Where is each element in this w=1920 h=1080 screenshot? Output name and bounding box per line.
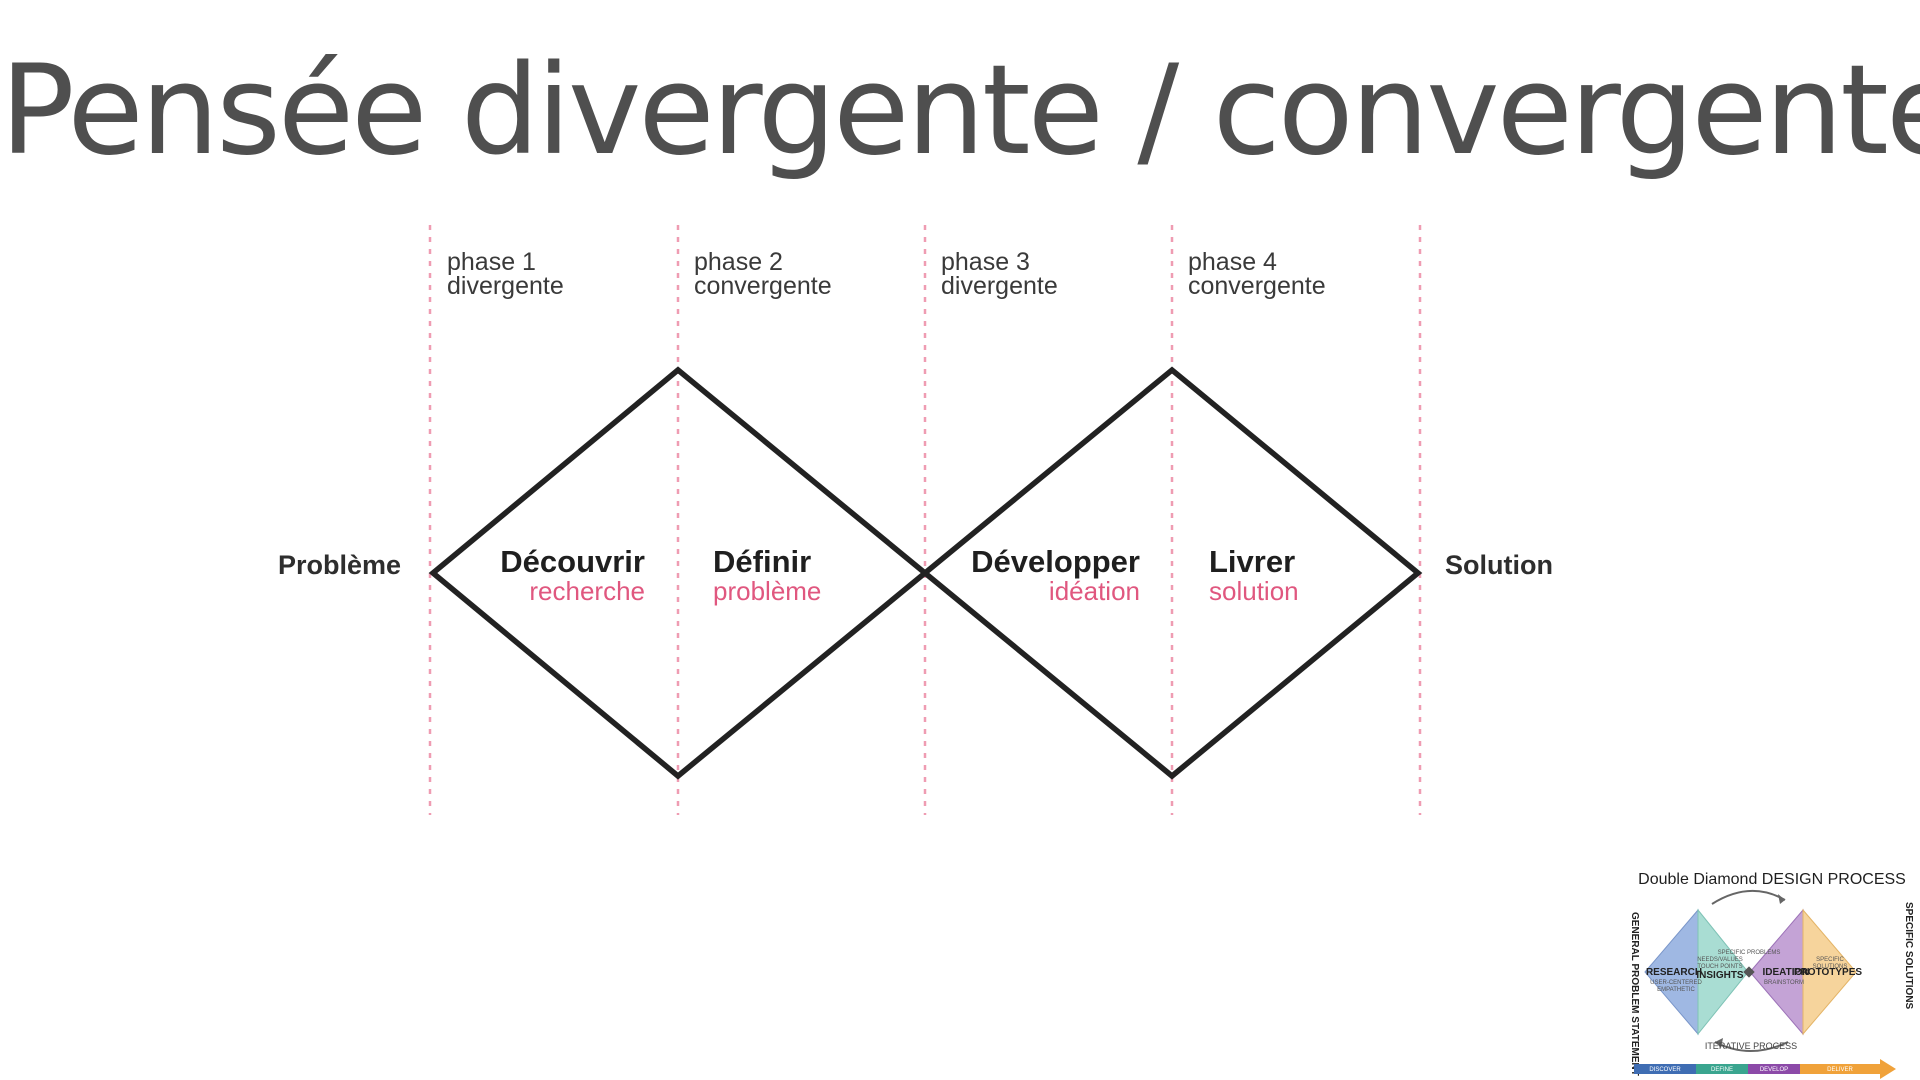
step-develop-sub: idéation — [1049, 576, 1140, 606]
thumbnail-research-sub1: USER-CENTERED — [1650, 980, 1702, 986]
step-discover-name: Découvrir — [500, 544, 645, 579]
thumbnail-bar-label-define: DEFINE — [1711, 1067, 1733, 1073]
thumbnail-right-axis: SPECIFIC SOLUTIONS — [1903, 902, 1914, 1010]
thumbnail-bar-develop — [1748, 1064, 1800, 1074]
problem-label: Problème — [278, 550, 401, 580]
double-diamond-thumbnail: Double Diamond DESIGN PROCESS SPECIFIC P… — [1629, 871, 1914, 1079]
thumbnail-insights-sub2: TOUCH POINTS — [1697, 964, 1742, 970]
thumbnail-bar-arrowhead — [1880, 1059, 1896, 1079]
thumbnail-deliver-area — [1802, 908, 1857, 1036]
phase-1-type: divergente — [447, 272, 564, 300]
step-deliver-name: Livrer — [1209, 544, 1295, 579]
thumbnail-prototypes-sub2: SOLUTIONS — [1813, 964, 1848, 970]
thumbnail-center-top: SPECIFIC PROBLEMS — [1718, 950, 1781, 956]
phase-2-number: phase 2 — [694, 248, 783, 276]
page-title: Pensée divergente / convergente — [0, 39, 1920, 183]
thumbnail-insights-sub1: NEEDS/VALUES — [1697, 957, 1743, 963]
thumbnail-define-area — [1697, 908, 1749, 1036]
thumbnail-research-sub2: EMPATHETIC — [1657, 987, 1695, 993]
thumbnail-research-label: RESEARCH — [1646, 967, 1702, 978]
diamond-right — [920, 366, 1423, 780]
solution-label: Solution — [1445, 550, 1553, 580]
thumbnail-ideation-label: IDEATION — [1762, 967, 1809, 978]
step-deliver-sub: solution — [1209, 576, 1299, 606]
thumbnail-iterative-label: ITERATIVE PROCESS — [1705, 1041, 1797, 1051]
phase-4-type: convergente — [1188, 272, 1326, 300]
step-develop-name: Développer — [971, 544, 1140, 579]
thumbnail-left-axis: GENERAL PROBLEM STATEMENT — [1629, 912, 1640, 1076]
thumbnail-title: Double Diamond DESIGN PROCESS — [1638, 871, 1906, 888]
thumbnail-prototypes-label: PROTOTYPES — [1794, 967, 1862, 978]
thumbnail-bar-label-develop: DEVELOP — [1760, 1067, 1788, 1073]
thumbnail-top-arrowhead — [1778, 894, 1785, 904]
phase-3-number: phase 3 — [941, 248, 1030, 276]
step-define-name: Définir — [713, 544, 811, 579]
thumbnail-center-marker — [1743, 966, 1755, 978]
thumbnail-bottom-arrowhead — [1715, 1038, 1723, 1048]
thumbnail-prototypes-sub1: SPECIFIC — [1816, 957, 1844, 963]
thumbnail-bar-define — [1696, 1064, 1748, 1074]
thumbnail-ideation-sub1: BRAINSTORM — [1764, 980, 1804, 986]
phase-4-number: phase 4 — [1188, 248, 1277, 276]
phase-2-type: convergente — [694, 272, 832, 300]
step-define-sub: problème — [713, 576, 821, 606]
thumbnail-bar-discover — [1634, 1064, 1696, 1074]
thumbnail-bar-label-deliver: DELIVER — [1827, 1067, 1853, 1073]
thumbnail-bar-deliver — [1800, 1064, 1880, 1074]
step-discover-sub: recherche — [529, 576, 645, 606]
thumbnail-insights-label: INSIGHTS — [1696, 970, 1744, 981]
phase-3-type: divergente — [941, 272, 1058, 300]
thumbnail-top-arrow — [1711, 890, 1786, 905]
thumbnail-bar-label-discover: DISCOVER — [1649, 1067, 1681, 1073]
phase-1-number: phase 1 — [447, 248, 536, 276]
